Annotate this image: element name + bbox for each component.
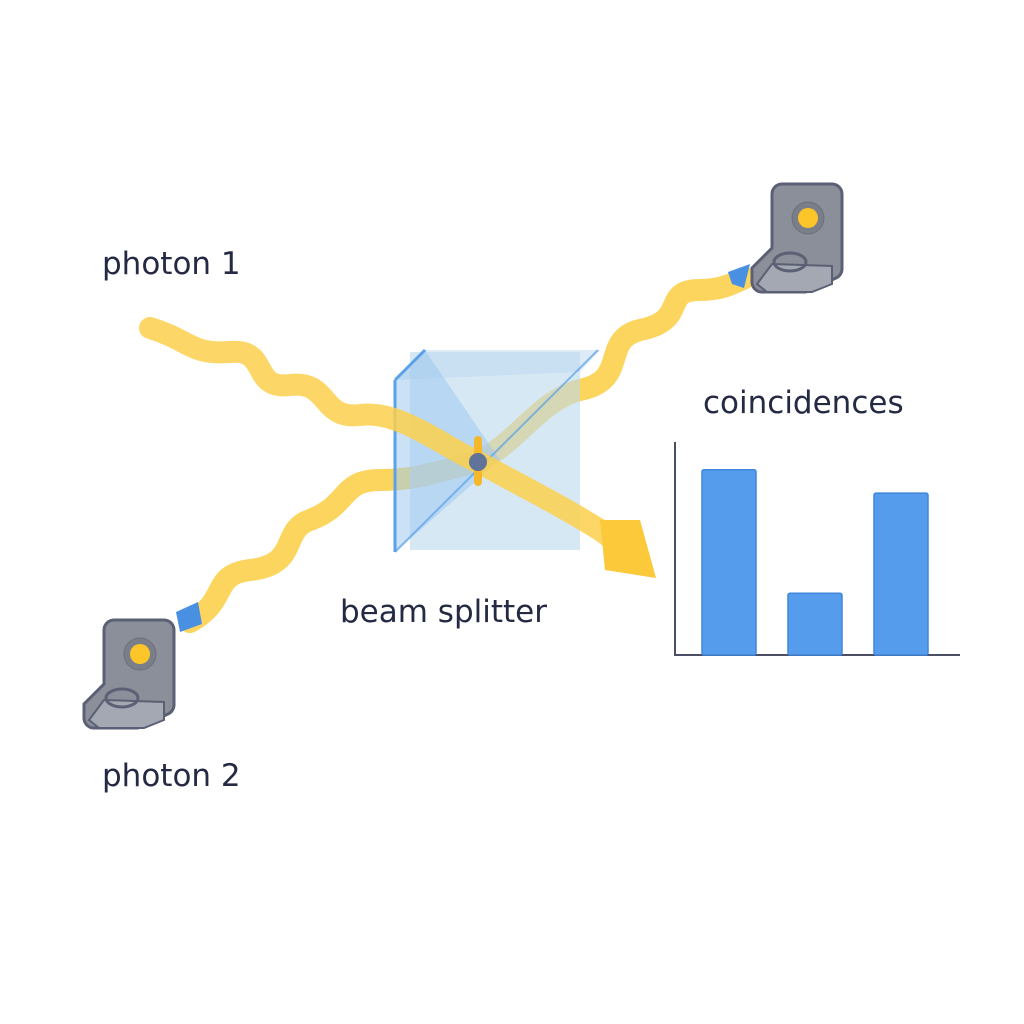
photon-2-tip — [176, 602, 202, 632]
beam-splitter-label: beam splitter — [340, 594, 547, 630]
output-arrow — [600, 520, 656, 578]
photon-2-label: photon 2 — [102, 758, 241, 794]
coincidence-histogram — [674, 442, 960, 656]
splitter-center — [469, 436, 487, 486]
photon-1-beam — [139, 317, 631, 556]
coincidences-label: coincidences — [703, 385, 904, 421]
histogram-bar-3 — [873, 492, 929, 656]
detector-icon — [82, 618, 176, 730]
photon-1-label: photon 1 — [102, 246, 241, 282]
photon-1-tip-out — [728, 264, 750, 288]
detector-icon — [750, 182, 844, 294]
histogram-bar-1 — [701, 468, 757, 656]
histogram-bar-2 — [787, 592, 843, 656]
